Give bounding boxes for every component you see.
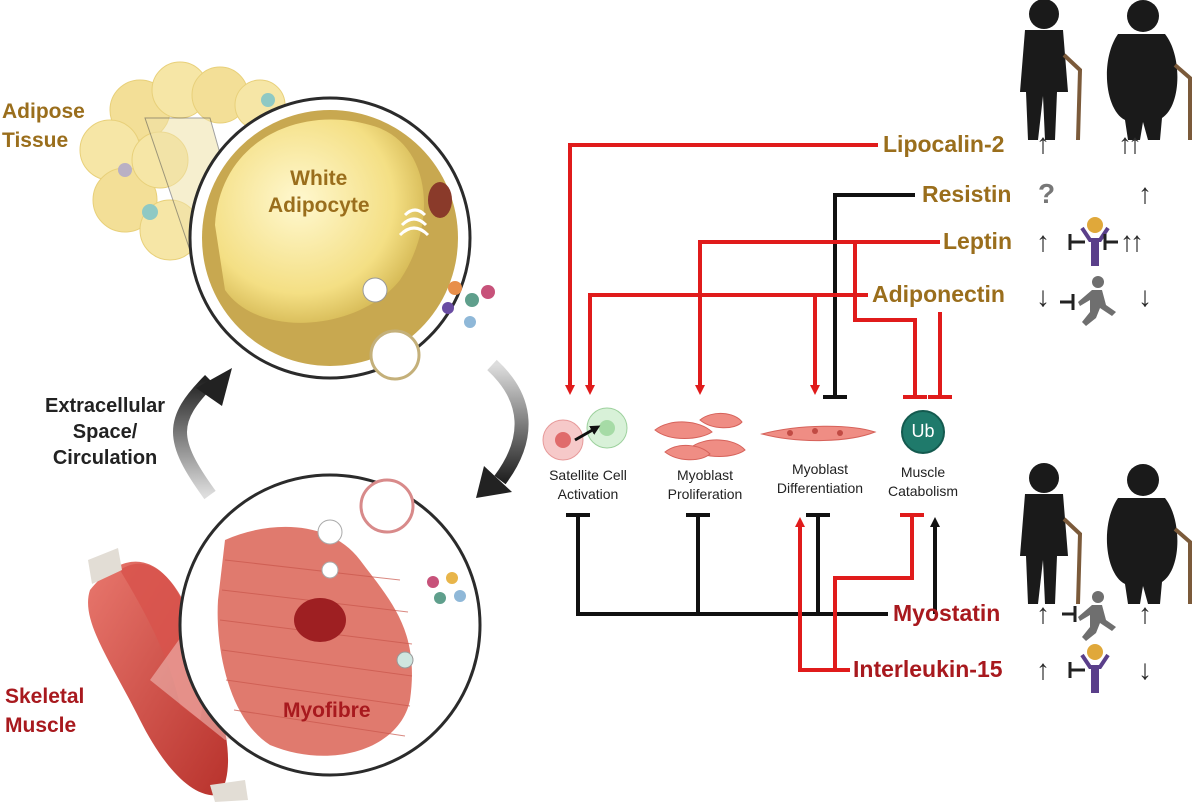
skeletal-muscle-label: Skeletal Muscle [5, 685, 85, 738]
secreted-adipokines [442, 281, 495, 328]
myostatin-inhibit-satellite-line [576, 517, 888, 616]
leptin-receptor-icon [1068, 217, 1118, 266]
circulation-arrowhead-down [476, 466, 512, 498]
myoblast-proliferation-label: Myoblast Proliferation [667, 467, 743, 502]
adiponectin-obese-trend: ↓ [1138, 281, 1152, 312]
il15-obese-trend: ↓ [1138, 654, 1152, 685]
exercise-runner-icon [1060, 276, 1116, 326]
elderly-person-icon-lower [1020, 463, 1083, 605]
secreted-myokines [427, 572, 466, 604]
myostatin-label: Myostatin [893, 600, 1001, 626]
circulation-arrowhead-up [196, 368, 232, 406]
muscle-catabolism-label: Muscle Catabolism [887, 464, 959, 499]
myoblast-differentiation-label: Myoblast Differentiation [776, 461, 864, 496]
elderly-obese-person-icon-lower [1106, 464, 1192, 604]
resistin-inhibit-differentiation-line [833, 193, 915, 395]
white-adipocyte-circle [188, 96, 472, 381]
lipocalin-aging-trend: ↑ [1036, 128, 1050, 159]
leptin-obese-trend: ↑↑ [1120, 226, 1144, 257]
satellite-cell-activation-label: Satellite Cell Activation [549, 467, 627, 502]
lipocalin-to-satellite-line [565, 143, 878, 395]
adiponectin-to-satellite-line [585, 293, 868, 395]
elderly-obese-person-icon [1106, 0, 1192, 140]
adiponectin-label: Adiponectin [872, 281, 1005, 307]
adipose-tissue-cluster [79, 61, 286, 266]
ub-label: Ub [911, 421, 935, 441]
circulation-arrow-down [487, 359, 529, 485]
leptin-inhibit-catabolism-line [853, 242, 917, 395]
leptin-label: Leptin [943, 228, 1012, 254]
resistin-label: Resistin [922, 181, 1012, 207]
il15-receptor-icon [1068, 644, 1110, 693]
interleukin-15-label: Interleukin-15 [853, 656, 1003, 682]
extracellular-circulation-label: Extracellular Space/ Circulation [45, 395, 166, 469]
lipocalin-obese-trend: ↑↑ [1118, 128, 1142, 159]
myoblast-proliferation-icon [654, 413, 746, 461]
myofibre-label: Myofibre [283, 699, 371, 722]
myostatin-aging-trend: ↑ [1036, 598, 1050, 629]
myofibre-circle [178, 473, 482, 777]
il15-aging-trend: ↑ [1036, 654, 1050, 685]
il15-inhibit-catabolism-line [833, 517, 914, 670]
circulation-arrow-up [173, 375, 216, 500]
leptin-aging-trend: ↑ [1036, 226, 1050, 257]
ubiquitin-icon [901, 410, 945, 454]
adipose-tissue-label: Adipose Tissue [2, 100, 85, 153]
satellite-cell-icon [542, 407, 628, 461]
adiponectin-aging-trend: ↓ [1036, 281, 1050, 312]
white-adipocyte-label: White Adipocyte [268, 167, 370, 218]
lipocalin-2-label: Lipocalin-2 [883, 131, 1005, 157]
elderly-person-icon [1020, 0, 1083, 141]
resistin-aging-trend: ? [1038, 178, 1056, 209]
resistin-obese-trend: ↑ [1138, 178, 1152, 209]
leptin-to-proliferation-line [695, 240, 940, 395]
exercise-runner-icon-lower [1062, 591, 1116, 641]
myoblast-differentiation-icon [760, 425, 877, 442]
myostatin-obese-trend: ↑ [1138, 598, 1152, 629]
il15-to-differentiation-line [795, 517, 850, 672]
